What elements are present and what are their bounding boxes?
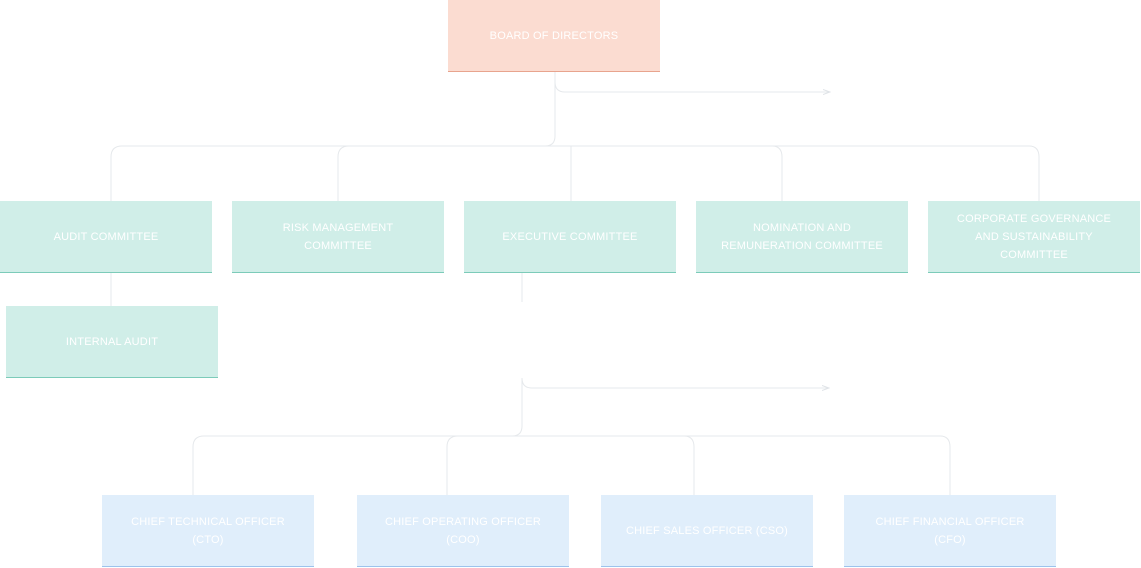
risk-management-committee-label: RISK MANAGEMENT COMMITTEE xyxy=(282,221,394,252)
internal-audit-node: INTERNAL AUDIT xyxy=(6,306,218,378)
audit-committee-node: AUDIT COMMITTEE xyxy=(0,201,212,273)
cto-node: CHIEF TECHNICAL OFFICER (CTO) xyxy=(102,495,314,567)
cto-label: CHIEF TECHNICAL OFFICER (CTO) xyxy=(131,515,285,546)
executive-committee-node: EXECUTIVE COMMITTEE xyxy=(464,201,676,273)
corporate-governance-committee-node: CORPORATE GOVERNANCE AND SUSTAINABILITY … xyxy=(928,201,1140,273)
nomination-remuneration-committee-node: NOMINATION AND REMUNERATION COMMITTEE xyxy=(696,201,908,273)
officer-drop-2 xyxy=(446,435,459,495)
officer-drop-1 xyxy=(192,435,205,495)
cfo-label: CHIEF FINANCIAL OFFICER (CFO) xyxy=(875,515,1025,546)
executive-trunk-line xyxy=(511,378,523,437)
audit-committee-label: AUDIT COMMITTEE xyxy=(53,230,159,243)
corporate-governance-committee-label: CORPORATE GOVERNANCE AND SUSTAINABILITY … xyxy=(956,212,1112,261)
risk-management-committee-node: RISK MANAGEMENT COMMITTEE xyxy=(232,201,444,273)
board-trunk-line xyxy=(544,72,556,147)
cso-node: CHIEF SALES OFFICER (CSO) xyxy=(601,495,813,567)
officer-drop-3 xyxy=(683,435,695,495)
executive-arrow-line xyxy=(521,377,829,388)
committee-drop-5 xyxy=(1028,145,1040,201)
committee-drop-2 xyxy=(337,145,350,201)
board-of-directors-node: BOARD OF DIRECTORS xyxy=(448,0,660,72)
board-arrow-line xyxy=(554,81,830,92)
nomination-remuneration-committee-label: NOMINATION AND REMUNERATION COMMITTEE xyxy=(721,221,883,252)
officer-drop-4 xyxy=(939,435,951,495)
cso-label: CHIEF SALES OFFICER (CSO) xyxy=(625,524,789,537)
coo-node: CHIEF OPERATING OFFICER (COO) xyxy=(357,495,569,567)
cfo-node: CHIEF FINANCIAL OFFICER (CFO) xyxy=(844,495,1056,567)
executive-committee-label: EXECUTIVE COMMITTEE xyxy=(502,230,638,243)
committee-drop-1 xyxy=(110,145,123,201)
coo-label: CHIEF OPERATING OFFICER (COO) xyxy=(385,515,541,546)
internal-audit-label: INTERNAL AUDIT xyxy=(65,335,159,348)
committee-drop-4 xyxy=(771,145,783,201)
board-of-directors-label: BOARD OF DIRECTORS xyxy=(489,29,619,42)
